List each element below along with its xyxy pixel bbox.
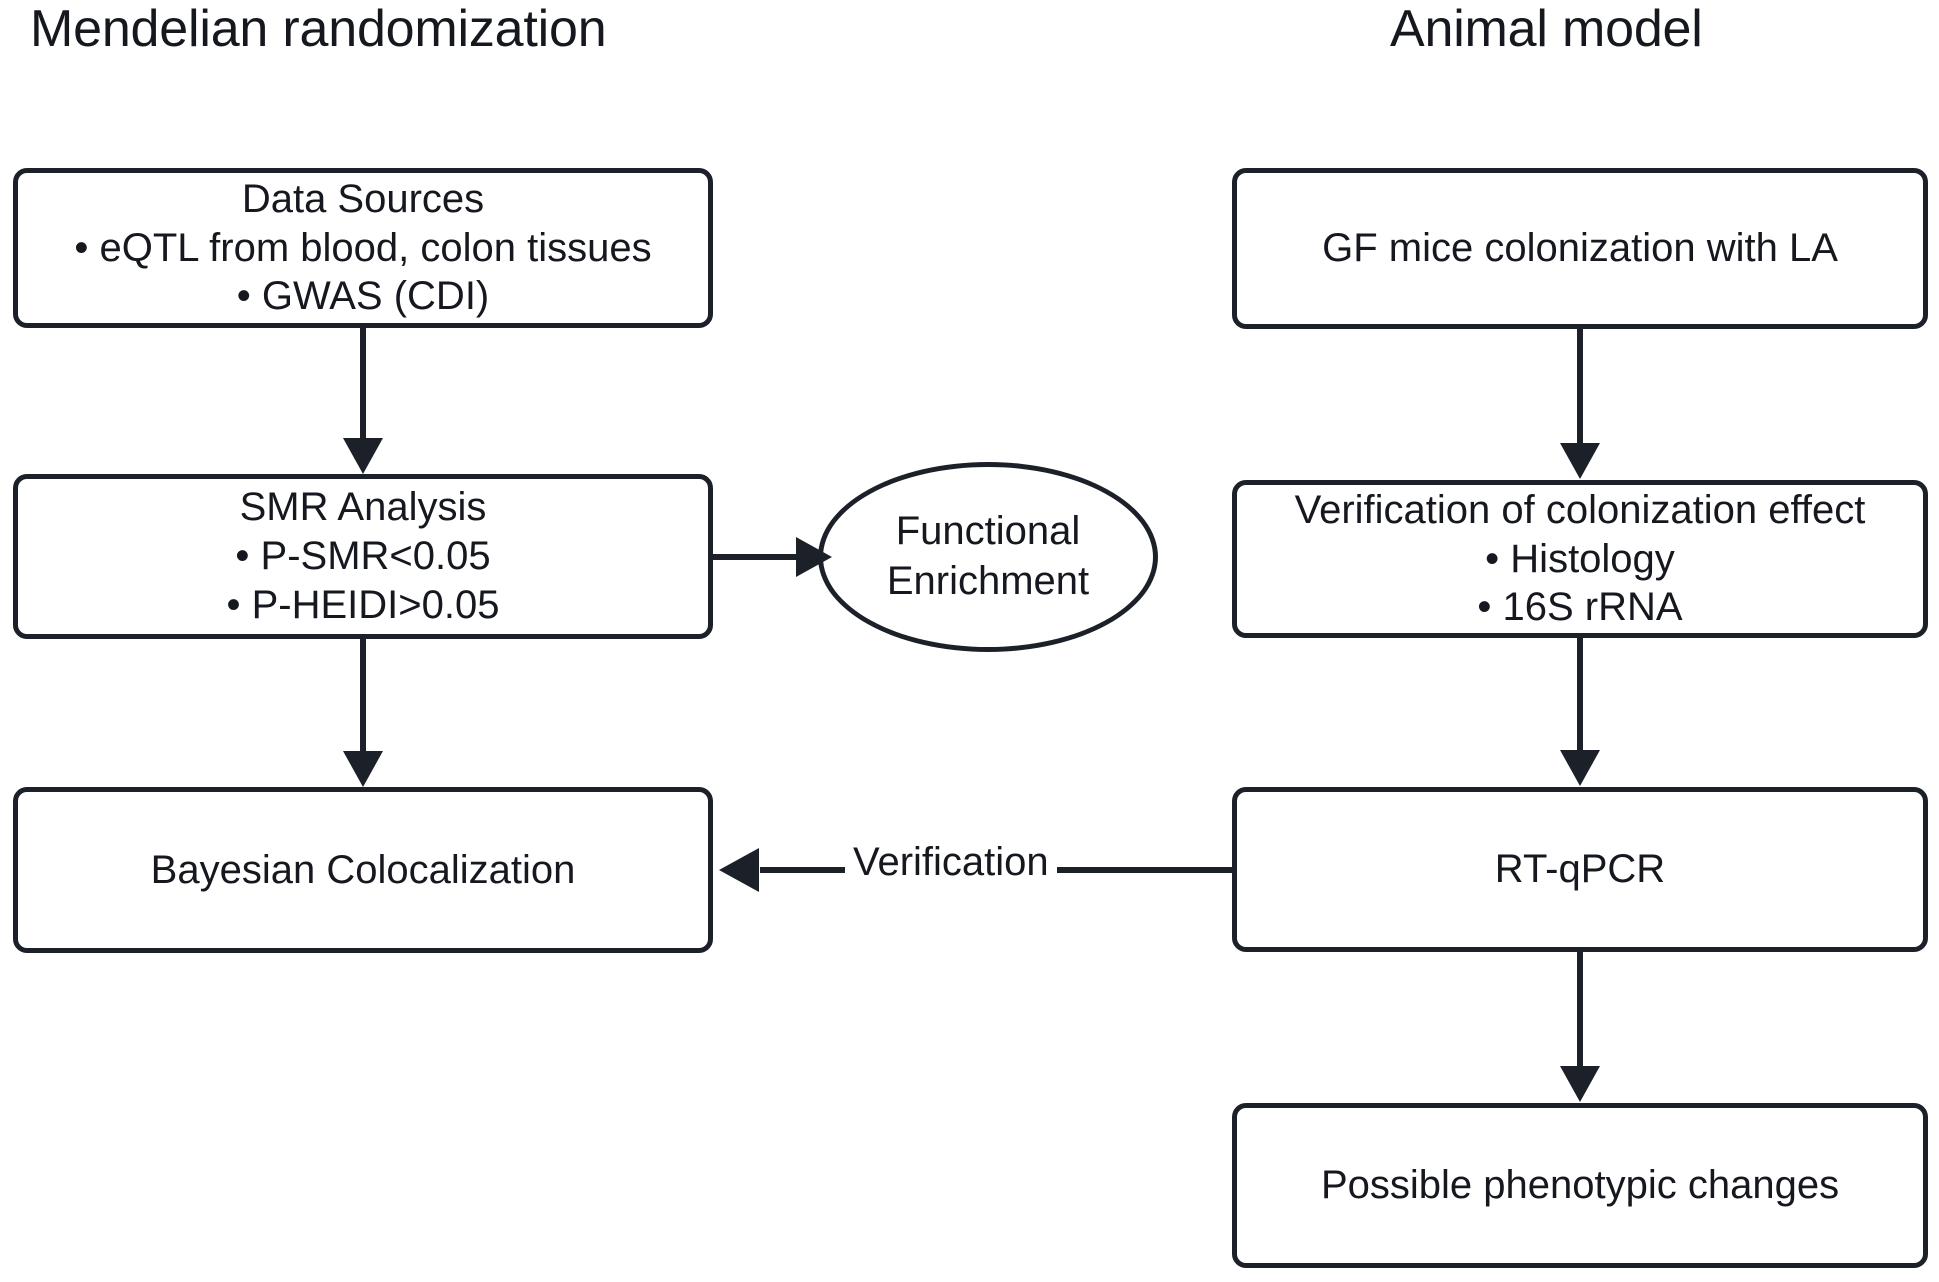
edge-data-sources-to-smr-arrowhead-icon (343, 438, 383, 474)
edge-smr-to-enrichment-arrowhead-icon (796, 537, 832, 577)
edge-rt-qpcr-to-phenotype-arrowhead-icon (1560, 1066, 1600, 1102)
node-smr-analysis-line-3: • P-HEIDI>0.05 (226, 582, 500, 627)
edge-rt-qpcr-to-phenotype-line (1577, 952, 1583, 1068)
column-title-mendelian-randomization: Mendelian randomization (30, 0, 607, 58)
node-smr-analysis-line-1: SMR Analysis (239, 485, 487, 530)
node-rt-qpcr[interactable]: RT-qPCR (1232, 787, 1928, 952)
node-gf-mice-colonization[interactable]: GF mice colonization with LA (1232, 168, 1928, 329)
node-gf-mice-colonization-label: GF mice colonization with LA (1322, 226, 1838, 271)
node-rt-qpcr-label: RT-qPCR (1494, 847, 1666, 892)
node-functional-enrichment[interactable]: Functional Enrichment (818, 462, 1158, 652)
node-functional-enrichment-line-2: Enrichment (886, 559, 1090, 603)
node-smr-analysis[interactable]: SMR Analysis • P-SMR<0.05 • P-HEIDI>0.05 (13, 474, 713, 639)
edge-smr-to-colocalization-arrowhead-icon (343, 751, 383, 787)
node-verification-effect-line-1: Verification of colonization effect (1294, 487, 1866, 532)
edge-verification-to-rt-qpcr-arrowhead-icon (1560, 750, 1600, 786)
node-data-sources-line-1: Data Sources (241, 176, 485, 221)
node-verification-effect-line-2: • Histology (1485, 536, 1675, 581)
edge-gf-mice-to-verification-arrowhead-icon (1560, 443, 1600, 479)
node-functional-enrichment-line-1: Functional (895, 509, 1081, 554)
edge-smr-to-enrichment-line (713, 554, 801, 560)
node-possible-phenotypic-changes[interactable]: Possible phenotypic changes (1232, 1103, 1928, 1268)
edge-verification-label: Verification (845, 840, 1057, 884)
node-verification-effect-line-3: • 16S rRNA (1477, 585, 1683, 630)
edge-gf-mice-to-verification-line (1577, 329, 1583, 445)
node-data-sources-line-2: • eQTL from blood, colon tissues (74, 225, 652, 270)
edge-rt-qpcr-to-colocalization-arrowhead-icon (719, 848, 759, 892)
node-smr-analysis-line-2: • P-SMR<0.05 (235, 534, 491, 579)
node-data-sources[interactable]: Data Sources • eQTL from blood, colon ti… (13, 168, 713, 328)
node-data-sources-line-3: • GWAS (CDI) (236, 274, 490, 319)
column-title-animal-model: Animal model (1390, 0, 1703, 58)
edge-smr-to-colocalization-line (360, 639, 366, 753)
edge-data-sources-to-smr-line (360, 328, 366, 440)
edge-verification-to-rt-qpcr-line (1577, 638, 1583, 752)
node-bayesian-colocalization-label: Bayesian Colocalization (150, 847, 576, 892)
node-possible-phenotypic-changes-label: Possible phenotypic changes (1320, 1163, 1840, 1208)
node-bayesian-colocalization[interactable]: Bayesian Colocalization (13, 787, 713, 953)
node-verification-of-colonization-effect[interactable]: Verification of colonization effect • Hi… (1232, 480, 1928, 638)
